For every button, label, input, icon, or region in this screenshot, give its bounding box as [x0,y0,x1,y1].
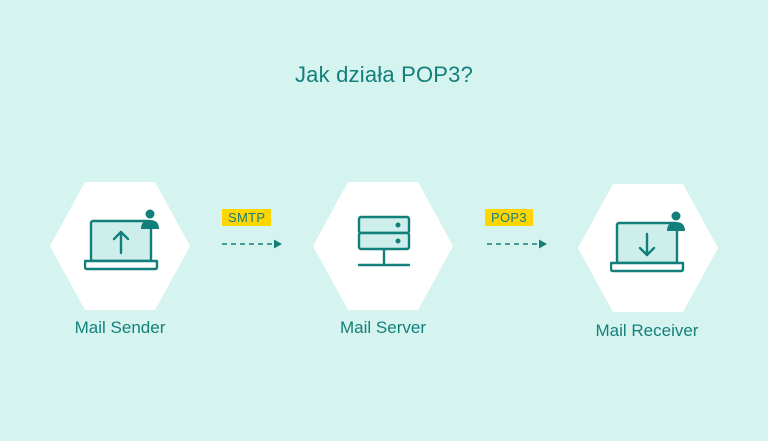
node-label-mail-receiver: Mail Receiver [595,321,699,340]
node-label-mail-sender: Mail Sender [74,318,166,337]
server-icon [357,215,411,267]
protocol-label-pop3: POP3 [485,209,533,226]
laptop-upload-user-icon [84,209,159,271]
dashed-arrow-icon [222,239,282,249]
node-mail-server [313,182,453,310]
laptop-download-user-icon [610,211,685,273]
node-mail-sender [50,182,190,310]
node-mail-receiver [578,184,718,312]
dashed-arrow-icon [487,239,547,249]
node-label-mail-server: Mail Server [340,318,426,337]
diagram-title: Jak działa POP3? [294,62,474,87]
protocol-label-smtp: SMTP [222,209,272,226]
